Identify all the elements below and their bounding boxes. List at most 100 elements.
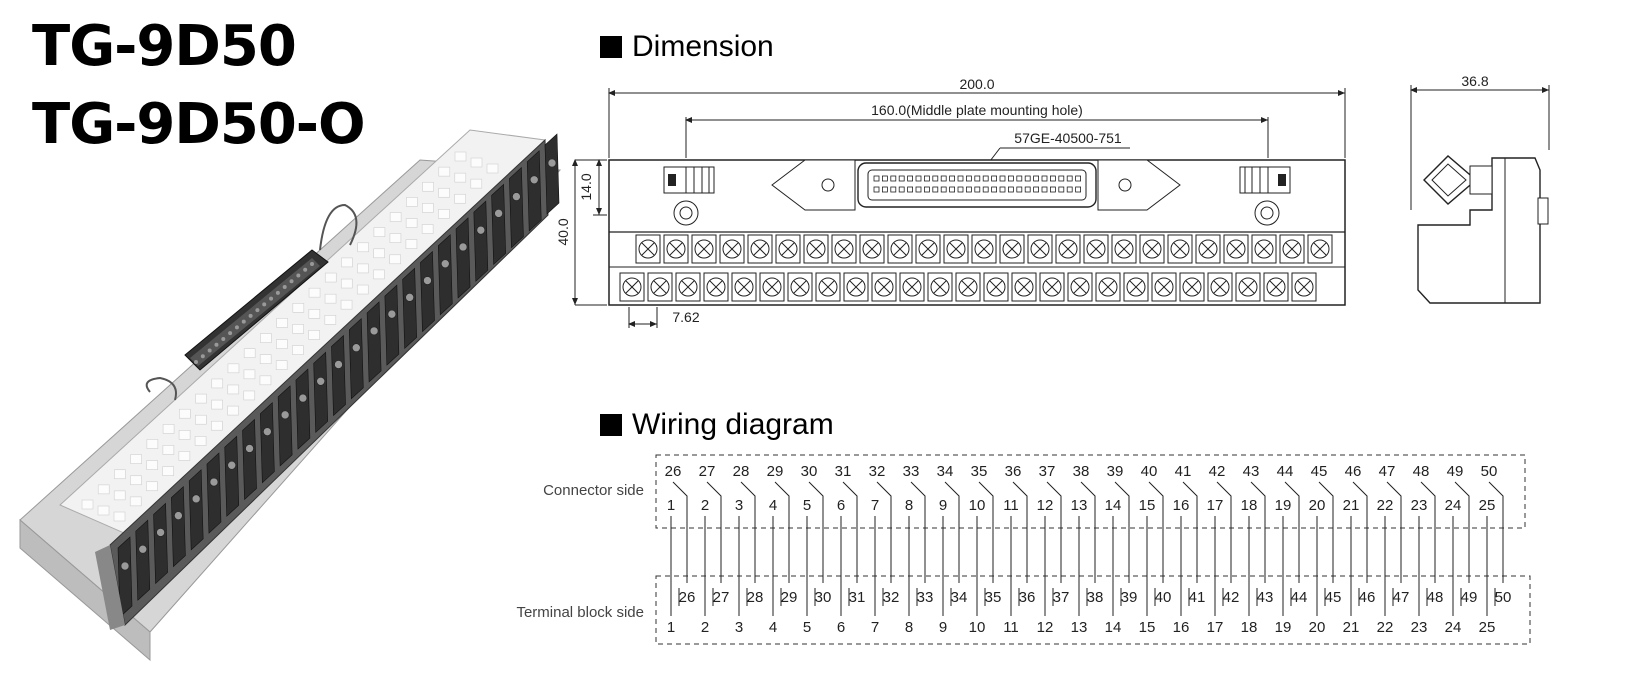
depth-label: 36.8 (1461, 73, 1488, 89)
connector-pin (262, 302, 267, 307)
wire-upper (672, 481, 688, 583)
screw-slot (961, 280, 975, 294)
terminal-screw-icon (529, 175, 539, 185)
screw-slot (669, 242, 683, 256)
connector-pin (275, 290, 280, 295)
connector-pin (1016, 175, 1023, 182)
total-height-label: 40.0 (555, 218, 571, 245)
connector-pin-number: 14 (1105, 497, 1122, 514)
connector-pin (890, 175, 897, 182)
label-cell (292, 303, 305, 313)
label-cell (195, 393, 207, 404)
connector-pin (907, 186, 913, 193)
connector-pin (974, 186, 981, 193)
screw-slot (849, 280, 863, 294)
connector-pin-number: 6 (837, 497, 845, 514)
terminal-screw-icon (351, 343, 361, 353)
terminal-screw-icon (458, 242, 468, 252)
screw-slot (921, 242, 935, 256)
terminal-number: 42 (1223, 589, 1240, 606)
connector-part-label: 57GE-40500-751 (1014, 130, 1122, 146)
terminal-fin (295, 368, 311, 450)
connector-pin (241, 319, 246, 324)
screw-slot (977, 242, 991, 256)
terminal-number: 19 (1275, 619, 1292, 636)
connector-pin-number: 10 (969, 497, 986, 514)
wire-upper (706, 481, 722, 583)
terminal-screw-icon (387, 309, 397, 319)
terminal-number: 10 (969, 619, 986, 636)
connector-pin (269, 296, 274, 301)
connector-pin (1058, 186, 1065, 193)
label-cell (324, 315, 337, 325)
wire-upper (876, 481, 892, 583)
label-cell (97, 484, 110, 495)
label-cell (178, 451, 191, 461)
connector-pin-number: 22 (1377, 497, 1394, 514)
wire-upper (1114, 481, 1130, 583)
label-cell (113, 511, 126, 522)
wire-upper (1046, 481, 1062, 583)
connector-pin (296, 273, 301, 278)
wire-upper (1352, 481, 1368, 583)
connector-pin-number: 27 (699, 463, 716, 480)
connector-pin (1075, 186, 1081, 193)
terminal-number: 44 (1291, 589, 1308, 606)
connector-pin-number: 13 (1071, 497, 1088, 514)
connector-pin-number: 26 (665, 463, 682, 480)
terminal-number: 48 (1427, 589, 1444, 606)
screw-slot (1269, 280, 1283, 294)
wire-upper (910, 481, 926, 583)
wire-upper (1454, 481, 1470, 583)
connector-pin (915, 186, 922, 193)
terminal-number: 41 (1189, 589, 1206, 606)
connector-pin (234, 325, 239, 330)
label-cell (340, 299, 353, 310)
label-cell (373, 248, 385, 259)
wire-upper (1284, 481, 1300, 583)
screw-slot (697, 242, 711, 256)
label-cell (406, 197, 418, 207)
label-cell (211, 420, 223, 431)
connector-pin-number: 12 (1037, 497, 1054, 514)
connector-pin-number: 20 (1309, 497, 1326, 514)
label-cell (405, 239, 418, 249)
connector-pin-number: 31 (835, 463, 852, 480)
terminal-fins (117, 133, 560, 618)
terminal-number: 12 (1037, 619, 1054, 636)
label-cell (308, 330, 320, 340)
label-cell (211, 399, 223, 410)
terminal-number: 38 (1087, 589, 1104, 606)
terminal-screw-icon (174, 511, 183, 520)
screw-slot (1257, 242, 1271, 256)
label-cell (486, 163, 499, 174)
connector-pin-number: 44 (1277, 463, 1294, 480)
terminal-number: 47 (1393, 589, 1410, 606)
connector-pin (974, 175, 981, 182)
label-cell (211, 378, 224, 389)
terminal-number: 1 (667, 619, 675, 636)
terminal-number: 37 (1053, 589, 1070, 606)
terminal-number: 23 (1411, 619, 1428, 636)
terminal-number: 5 (803, 619, 811, 636)
terminal-side-box (655, 575, 1531, 645)
screw-slot (1285, 242, 1299, 256)
wire-upper (1488, 481, 1504, 583)
connector-pin-number: 33 (903, 463, 920, 480)
label-cell (438, 166, 451, 177)
connector-pin (1033, 175, 1039, 182)
connector-pin (873, 186, 880, 193)
terminal-number: 40 (1155, 589, 1172, 606)
label-cell (454, 193, 466, 204)
terminal-fin (526, 150, 542, 232)
connector-pin-number: 17 (1207, 497, 1224, 514)
connector-pin (982, 175, 989, 182)
terminal-fin (348, 318, 364, 400)
connector-pins (194, 262, 314, 364)
connector-pin (949, 175, 955, 182)
screw-slot (1061, 242, 1075, 256)
screw-slot (1241, 280, 1255, 294)
connector-pin (1024, 175, 1031, 182)
terminal-screw-icon (476, 225, 486, 235)
screw-slot (753, 242, 767, 256)
